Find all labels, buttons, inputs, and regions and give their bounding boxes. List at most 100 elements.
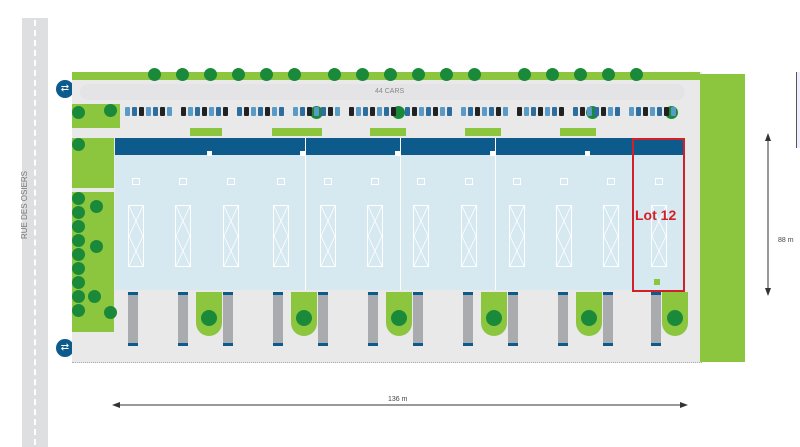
tree: [72, 290, 85, 303]
unit-marker: [417, 178, 425, 185]
tree: [440, 68, 453, 81]
loading-dock: [558, 292, 568, 346]
depth-dimension-arrow: [765, 133, 771, 296]
parked-car: [223, 107, 228, 116]
parked-car: [538, 107, 543, 116]
bay-divider: [495, 138, 496, 290]
tree: [72, 220, 85, 233]
tree: [384, 68, 397, 81]
parked-car: [314, 107, 319, 116]
tree: [667, 310, 683, 326]
loading-dock: [318, 292, 328, 346]
parked-car: [601, 107, 606, 116]
parked-car: [293, 107, 298, 116]
loading-bay-marking: [556, 205, 572, 267]
parked-car: [608, 107, 613, 116]
parked-car: [279, 107, 284, 116]
parked-car: [664, 107, 669, 116]
tree: [72, 106, 85, 119]
legend-edge: [796, 72, 800, 148]
roundabout-icon: ⇄: [56, 339, 74, 357]
parked-car: [363, 107, 368, 116]
tree: [546, 68, 559, 81]
loading-dock: [508, 292, 518, 346]
loading-dock: [463, 292, 473, 346]
tree: [296, 310, 312, 326]
parked-car: [209, 107, 214, 116]
tree: [391, 310, 407, 326]
parked-car: [391, 107, 396, 116]
unit-marker: [490, 151, 495, 156]
unit-marker: [655, 178, 663, 185]
green-patch: [370, 128, 406, 136]
parked-car: [468, 107, 473, 116]
unit-marker: [207, 151, 212, 156]
parked-car: [461, 107, 466, 116]
unit-marker: [277, 178, 285, 185]
parking-label: 44 CARS: [375, 88, 405, 95]
parked-car: [377, 107, 382, 116]
parked-car: [433, 107, 438, 116]
loading-bay-marking: [273, 205, 289, 267]
parked-car: [496, 107, 501, 116]
width-dimension-label: 136 m: [388, 396, 408, 403]
loading-bay-marking: [320, 205, 336, 267]
parked-car: [272, 107, 277, 116]
parked-car: [489, 107, 494, 116]
bay-divider: [400, 138, 401, 290]
parked-car: [475, 107, 480, 116]
tree: [148, 68, 161, 81]
tree: [72, 248, 85, 261]
parked-car: [181, 107, 186, 116]
tree: [72, 276, 85, 289]
parked-car: [265, 107, 270, 116]
green-patch: [465, 128, 501, 136]
unit-marker: [465, 178, 473, 185]
parked-car: [580, 107, 585, 116]
parked-car: [573, 107, 578, 116]
depth-dimension-label: 88 m: [778, 237, 794, 244]
roundabout-icon: ⇄: [56, 80, 74, 98]
tree: [518, 68, 531, 81]
green-patch: [190, 128, 222, 136]
parked-car: [370, 107, 375, 116]
loading-dock: [368, 292, 378, 346]
tree: [328, 68, 341, 81]
parked-car: [146, 107, 151, 116]
tree: [412, 68, 425, 81]
parked-car: [384, 107, 389, 116]
unit-marker: [179, 178, 187, 185]
street-label: RUE DES OSIERS: [20, 171, 29, 240]
parked-car: [524, 107, 529, 116]
parked-car: [447, 107, 452, 116]
tree: [72, 192, 85, 205]
parked-car: [307, 107, 312, 116]
tree: [288, 68, 301, 81]
unit-marker: [560, 178, 568, 185]
lot-12-highlight[interactable]: [632, 138, 685, 292]
parked-car: [636, 107, 641, 116]
parked-car: [321, 107, 326, 116]
parked-car: [244, 107, 249, 116]
width-dimension-arrow: [112, 402, 688, 408]
parked-car: [503, 107, 508, 116]
loading-dock: [223, 292, 233, 346]
tree: [468, 68, 481, 81]
parked-car: [482, 107, 487, 116]
parked-car: [440, 107, 445, 116]
tree: [72, 206, 85, 219]
loading-bay-marking: [651, 205, 667, 267]
loading-bay-marking: [509, 205, 525, 267]
tree: [232, 68, 245, 81]
unit-marker: [132, 178, 140, 185]
tree: [201, 310, 217, 326]
green-patch: [560, 128, 596, 136]
parked-car: [139, 107, 144, 116]
loading-bay-marking: [175, 205, 191, 267]
loading-bay-marking: [128, 205, 144, 267]
unit-marker: [300, 151, 305, 156]
tree: [204, 68, 217, 81]
loading-bay-marking: [413, 205, 429, 267]
parked-car: [405, 107, 410, 116]
lot-label: Lot 12: [635, 207, 677, 223]
